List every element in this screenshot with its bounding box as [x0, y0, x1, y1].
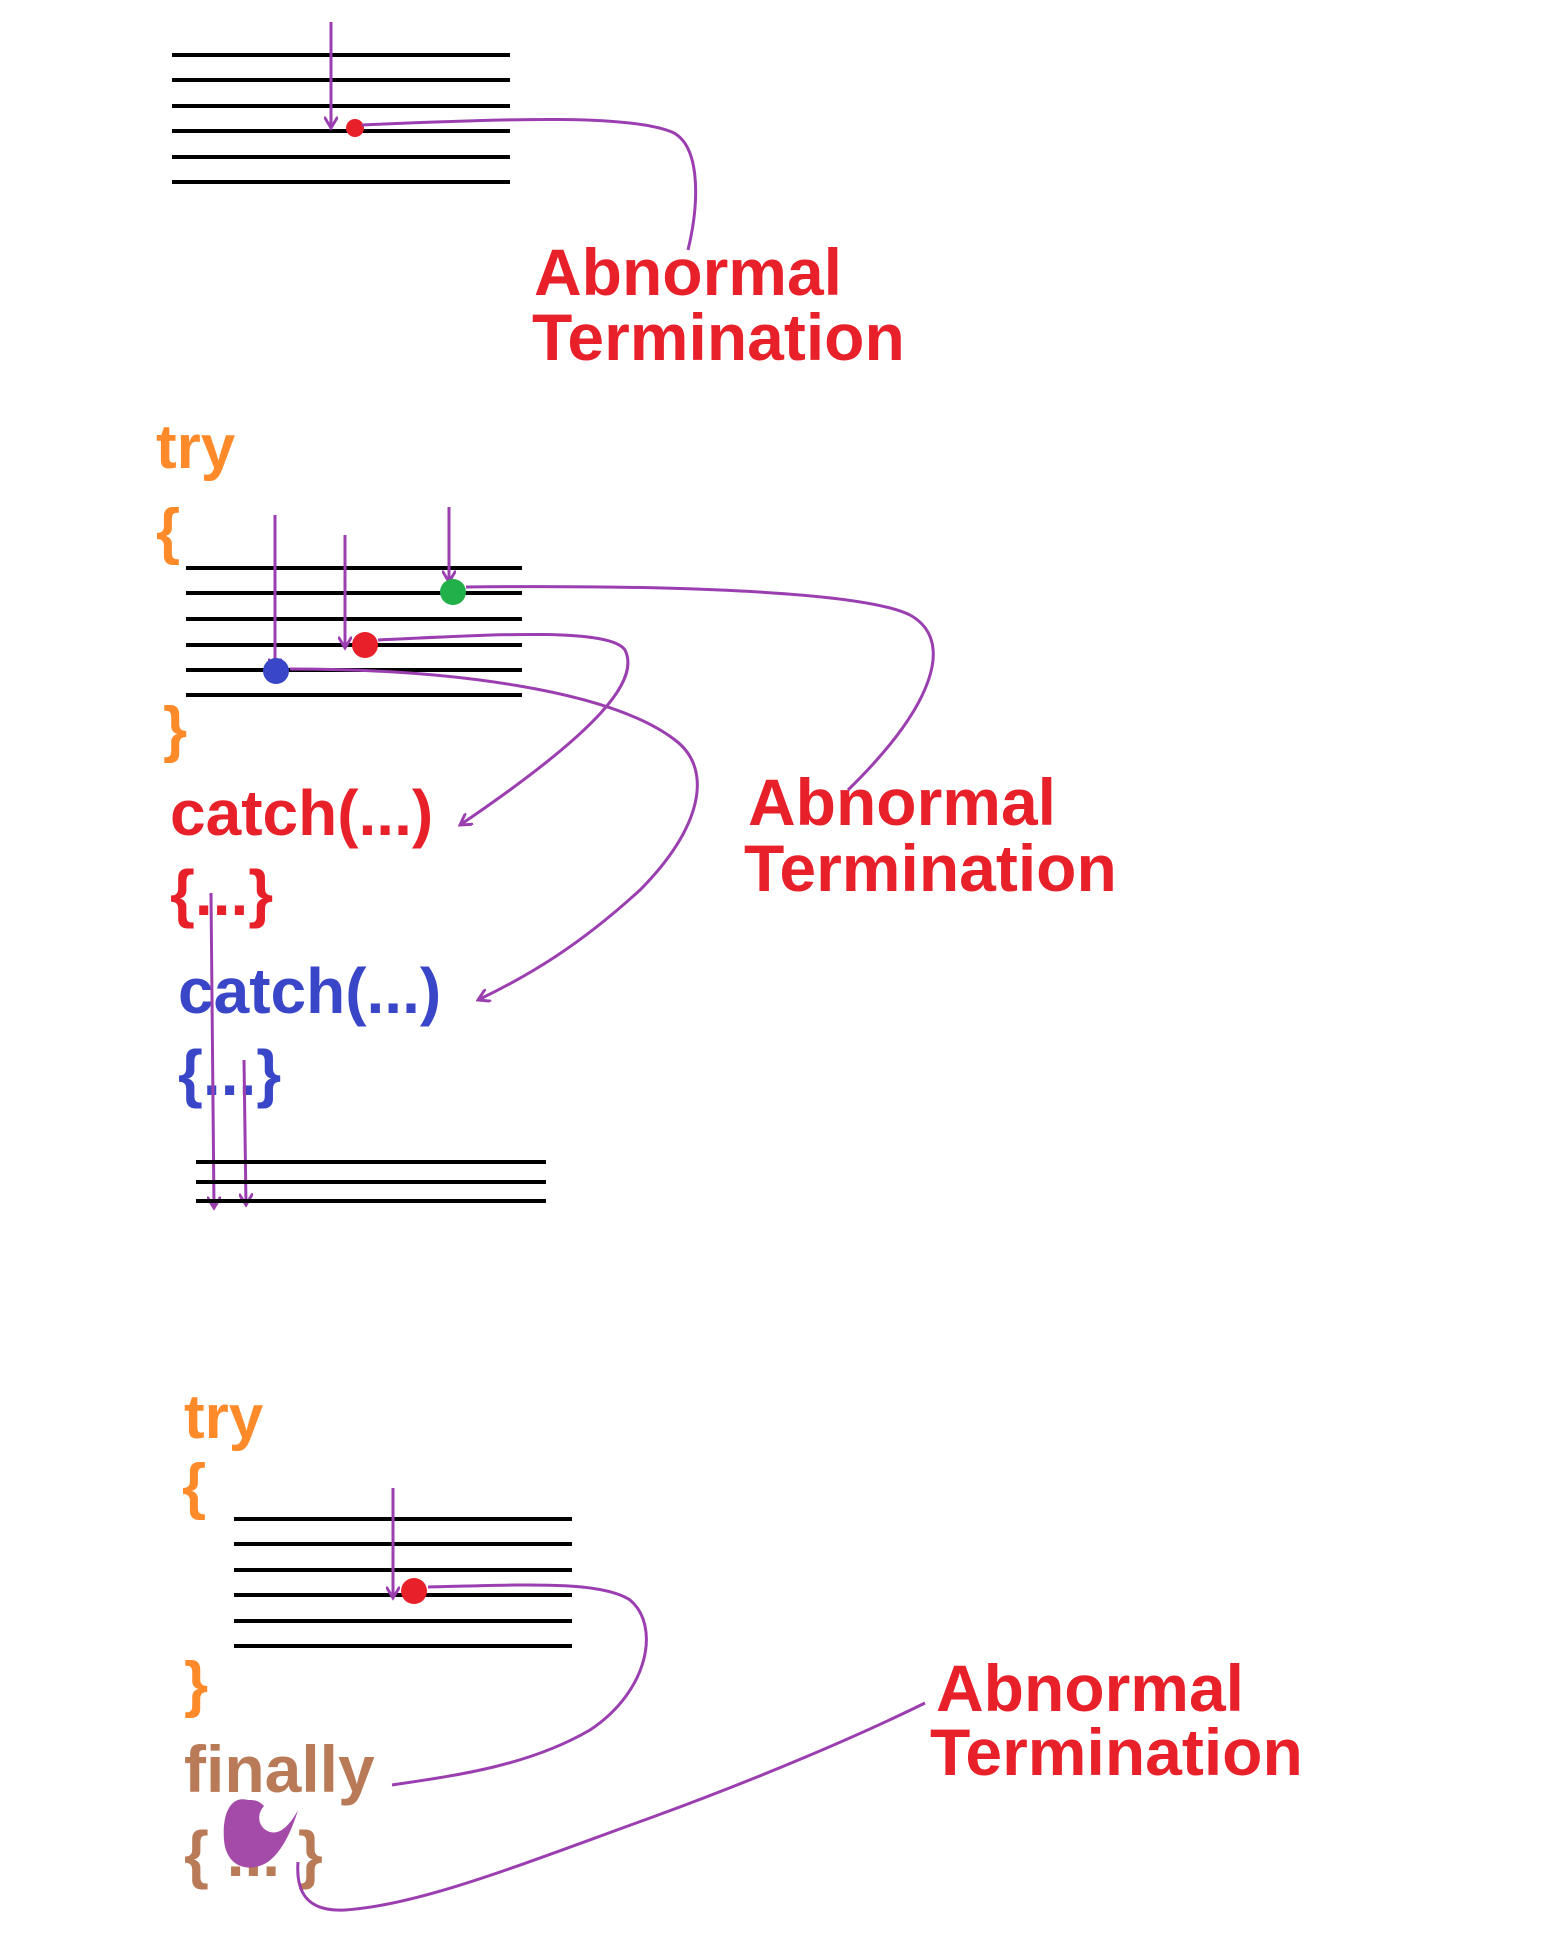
code-lines-block-1 [172, 53, 510, 184]
exception-point-green [440, 579, 466, 605]
catch1-body: {...} [170, 857, 273, 929]
abnormal-label-2a: Abnormal [748, 765, 1056, 839]
red-to-finally-connector [391, 1583, 648, 1787]
section-try-finally: try { } finally { ... } Abnormal Termina… [182, 1383, 1303, 1912]
termination-label-2b: Termination [744, 831, 1117, 905]
code-lines-block-2 [186, 566, 522, 697]
finally-to-termination-connector [296, 1701, 926, 1912]
try-open-brace-2: { [182, 1452, 206, 1521]
exception-point-red [401, 1578, 427, 1604]
catch2-header: catch(...) [178, 955, 441, 1027]
catch1-continue-arrow [211, 892, 214, 1208]
section-try-catch: try { } catch(...) {...} catch(...) {...… [156, 413, 1117, 1208]
finally-keyword: finally [184, 1732, 375, 1806]
abnormal-label-1a: Abnormal [534, 235, 842, 309]
code-lines-block-3 [234, 1517, 572, 1648]
abnormal-label-3a: Abnormal [936, 1651, 1244, 1725]
red-to-catch1-arrow [377, 632, 630, 825]
try-close-brace-2: } [184, 1650, 208, 1719]
try-open-brace: { [156, 497, 180, 566]
exception-point-red [346, 119, 364, 137]
termination-label-3b: Termination [930, 1715, 1303, 1789]
catch2-body: {...} [178, 1037, 281, 1109]
blue-to-catch2-arrow [289, 667, 699, 1000]
catch1-header: catch(...) [170, 777, 433, 849]
green-to-termination-connector [465, 585, 935, 792]
exception-point-red [352, 632, 378, 658]
try-keyword: try [156, 413, 236, 482]
exception-point-blue [263, 658, 289, 684]
finally-execution-mark [223, 1799, 298, 1868]
section-plain-code: Abnormal Termination [172, 22, 905, 374]
try-keyword-2: try [184, 1383, 264, 1452]
try-close-brace: } [163, 695, 187, 764]
code-lines-after-catch [196, 1160, 546, 1203]
termination-connector [361, 117, 698, 251]
termination-label-1b: Termination [532, 300, 905, 374]
